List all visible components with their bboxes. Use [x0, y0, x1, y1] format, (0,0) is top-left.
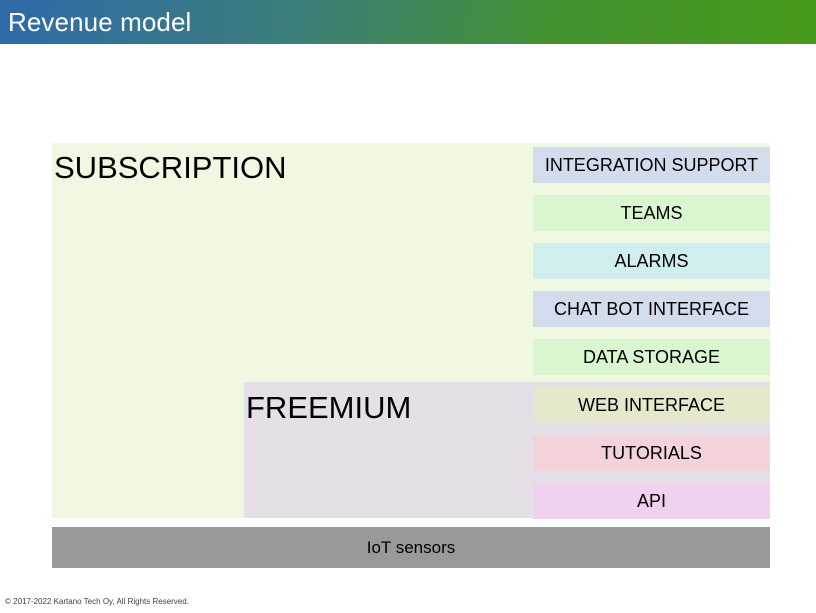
copyright-footer: © 2017-2022 Kartano Tech Oy, All Rights … [5, 597, 189, 606]
tier-subscription-label: SUBSCRIPTION [54, 150, 287, 185]
feature-bar-list: INTEGRATION SUPPORT TEAMS ALARMS CHAT BO… [533, 147, 770, 531]
page-title: Revenue model [8, 7, 192, 37]
feature-label: CHAT BOT INTERFACE [553, 299, 750, 319]
feature-label: TUTORIALS [601, 443, 702, 463]
feature-label: WEB INTERFACE [577, 395, 725, 415]
base-layer-iot-sensors[interactable]: IoT sensors [52, 527, 770, 568]
feature-label: ALARMS [614, 251, 689, 271]
feature-label: TEAMS [620, 203, 683, 223]
feature-bar-alarms[interactable]: ALARMS [533, 243, 770, 279]
feature-bar-web-interface[interactable]: WEB INTERFACE [533, 387, 770, 423]
feature-bar-data-storage[interactable]: DATA STORAGE [533, 339, 770, 375]
slide-title-bar: Revenue model [0, 0, 816, 44]
feature-label: INTEGRATION SUPPORT [544, 155, 759, 175]
feature-label: DATA STORAGE [582, 347, 721, 367]
feature-label: API [636, 491, 666, 511]
feature-bar-integration-support[interactable]: INTEGRATION SUPPORT [533, 147, 770, 183]
base-layer-label: IoT sensors [366, 538, 456, 557]
feature-bar-teams[interactable]: TEAMS [533, 195, 770, 231]
feature-bar-chat-bot-interface[interactable]: CHAT BOT INTERFACE [533, 291, 770, 327]
tier-freemium-label: FREEMIUM [246, 390, 412, 425]
feature-bar-api[interactable]: API [533, 483, 770, 519]
feature-bar-tutorials[interactable]: TUTORIALS [533, 435, 770, 471]
